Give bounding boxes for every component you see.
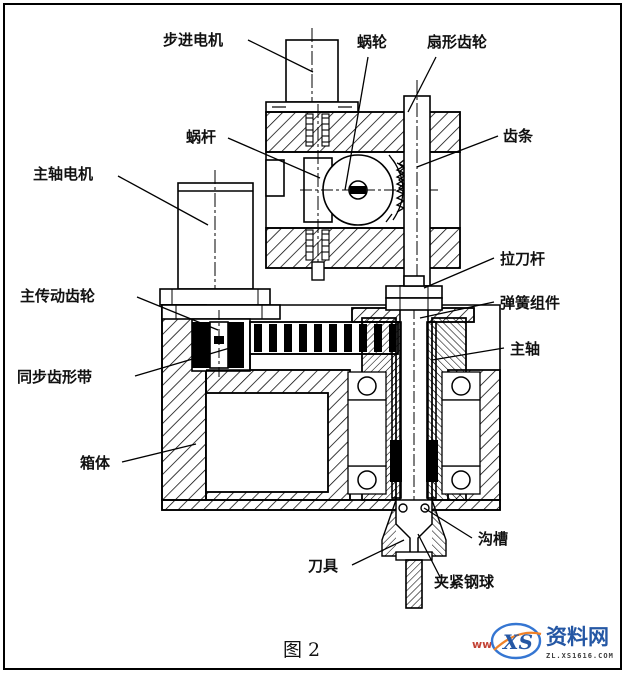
belt-chamber-top: [161, 304, 281, 320]
cavity-left-pocket: [265, 159, 285, 197]
spindle-motor-base: [159, 288, 271, 306]
leader-line-spindle: [431, 347, 505, 361]
draw-bar-rod: [399, 285, 429, 520]
watermark-domain: ZL.XS1616.COM: [546, 652, 614, 660]
label-spindle-motor: 主轴电机: [33, 165, 93, 183]
callout-sector-gear: 扇形齿轮: [407, 33, 487, 113]
leader-line-rack: [416, 135, 499, 168]
label-cutting-tool: 刀具: [308, 557, 338, 575]
watermark-ring-icon: [490, 622, 542, 660]
callout-spring-assembly: 弹簧组件: [419, 294, 560, 319]
label-housing: 箱体: [80, 454, 111, 472]
leader-line-groove: [423, 507, 473, 539]
figure-caption: 图 2: [283, 639, 320, 661]
housing-bottom-wall: [161, 499, 501, 511]
spindle-motor-body: [177, 170, 254, 300]
label-spindle: 主轴: [510, 340, 540, 358]
leader-line-spring-assembly: [419, 301, 495, 319]
callout-worm-shaft: 蜗杆: [186, 128, 321, 179]
leader-line-draw-bar: [423, 257, 495, 289]
stepper-mount-flange: [265, 101, 359, 113]
callout-clamping-steel-ball: 夹紧钢球: [417, 533, 495, 591]
callout-cutting-tool: 刀具: [308, 539, 405, 575]
callout-main-drive-gear: 主传动齿轮: [20, 287, 219, 331]
watermark-swoosh-icon: [493, 631, 542, 651]
stepper-motor-body: [285, 28, 339, 110]
leader-line-spindle-motor: [117, 175, 209, 226]
leader-line-main-drive-gear: [136, 296, 219, 331]
label-spring-assembly: 弹簧组件: [500, 294, 560, 312]
clamping-ball-left: [398, 503, 408, 513]
callout-worm-wheel: 蜗轮: [344, 33, 387, 191]
gearbox-lower-wall: [265, 227, 461, 269]
leader-line-stepper-motor: [247, 39, 314, 73]
callout-timing-belt: 同步齿形带: [17, 344, 241, 386]
callout-spindle: 主轴: [431, 340, 540, 361]
watermark-ww: ww: [472, 638, 492, 651]
ball-bearings: [347, 371, 481, 495]
label-worm-shaft: 蜗杆: [186, 128, 216, 146]
label-timing-belt: 同步齿形带: [17, 368, 92, 386]
callout-rack: 齿条: [416, 127, 534, 168]
label-groove: 沟槽: [478, 530, 508, 548]
tool-holder-cone: [381, 499, 447, 609]
callout-housing: 箱体: [80, 443, 197, 472]
label-rack: 齿条: [503, 127, 534, 145]
watermark-logo-letters: XS: [501, 630, 533, 654]
callout-stepper-motor: 步进电机: [163, 31, 314, 73]
leader-line-sector-gear: [407, 56, 437, 113]
worm-shaft-body: [303, 104, 333, 281]
leader-line-clamping-steel-ball: [417, 533, 441, 578]
spring-assembly: [390, 321, 438, 499]
label-stepper-motor: 步进电机: [163, 31, 223, 49]
label-sector-gear: 扇形齿轮: [427, 33, 487, 51]
leader-line-timing-belt: [134, 344, 241, 377]
callout-spindle-motor: 主轴电机: [33, 165, 209, 226]
leader-line-worm-shaft: [227, 137, 321, 179]
rack-bar: [397, 80, 431, 300]
label-draw-bar: 拉刀杆: [500, 250, 545, 268]
main-drive-gear: [191, 310, 251, 378]
worm-wheel-circle: [300, 154, 440, 226]
callout-draw-bar: 拉刀杆: [423, 250, 545, 289]
leader-line-housing: [121, 443, 197, 463]
label-main-drive-gear: 主传动齿轮: [20, 287, 95, 305]
label-worm-wheel: 蜗轮: [357, 33, 387, 51]
draw-bar-nut-stack: [385, 275, 443, 311]
watermark: ww XS 资料网 ZL.XS1616.COM: [472, 622, 614, 660]
housing-cavity-window: [205, 392, 329, 493]
leader-line-worm-wheel: [344, 56, 369, 191]
assembly-drawing: [159, 28, 501, 609]
leader-line-cutting-tool: [351, 539, 405, 566]
label-clamping-steel-ball: 夹紧钢球: [434, 573, 495, 591]
watermark-mark: 资料网: [546, 625, 609, 649]
belt-chamber-ledge: [206, 354, 350, 371]
gearbox-upper-wall: [265, 111, 461, 153]
callout-groove: 沟槽: [423, 507, 508, 548]
